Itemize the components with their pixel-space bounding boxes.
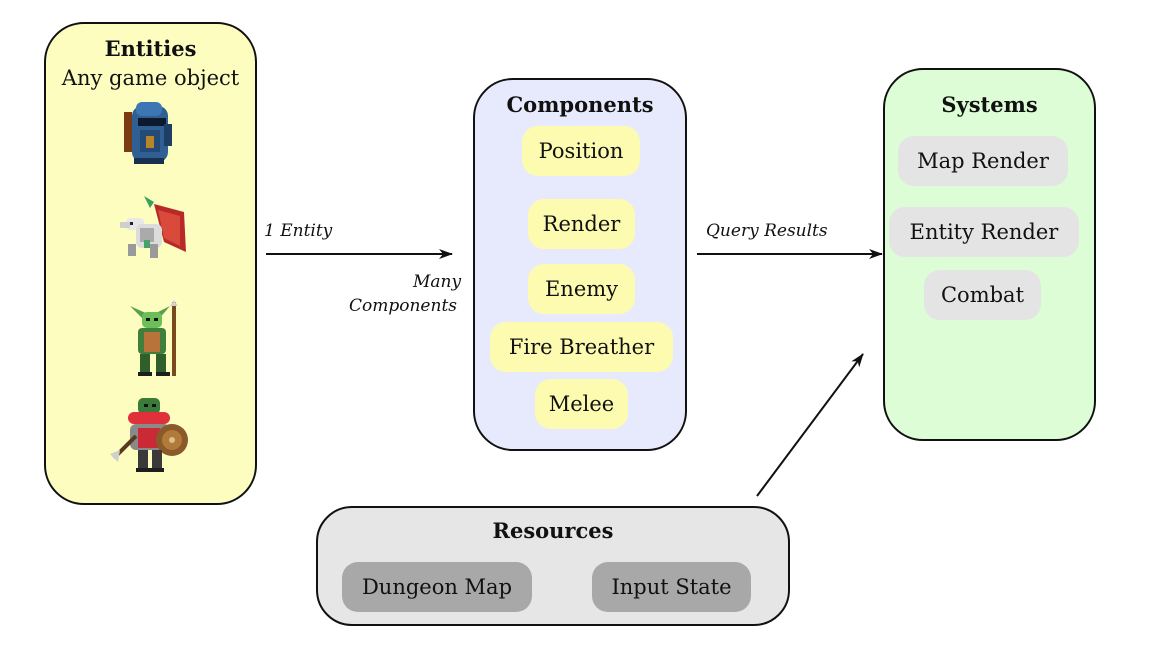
orc-shield-sprite [110,398,188,472]
entities-panel: Entities Any game object [44,22,257,505]
component-melee: Melee [535,379,628,429]
resources-panel: Resources Dungeon Map Input State [316,506,790,626]
components-panel: Components Position Render Enemy Fire Br… [473,78,687,451]
component-enemy: Enemy [528,264,635,314]
edge-label-many: Many [413,272,462,292]
winged-dragon-sprite [120,196,186,258]
goblin-spearman-sprite [130,300,178,376]
systems-title: Systems [941,92,1038,117]
systems-panel: Systems Map Render Entity Render Combat [883,68,1096,441]
resources-title: Resources [492,518,614,543]
edge-label-1-entity: 1 Entity [264,221,333,241]
resource-dungeon-map: Dungeon Map [342,562,532,612]
edge-label-components: Components [349,296,457,316]
resource-input-state: Input State [592,562,751,612]
entities-title: Entities [104,36,197,61]
arrow-resources-to-systems [756,353,864,497]
components-title: Components [506,92,654,117]
system-map-render: Map Render [898,136,1068,186]
component-position: Position [522,126,640,176]
system-combat: Combat [924,270,1041,320]
edge-label-query-results: Query Results [706,221,828,241]
knight-helmet-sprite [124,102,172,164]
entities-subtitle: Any game object [61,66,240,90]
system-entity-render: Entity Render [889,207,1079,257]
component-fire-breather: Fire Breather [490,322,673,372]
component-render: Render [528,199,635,249]
